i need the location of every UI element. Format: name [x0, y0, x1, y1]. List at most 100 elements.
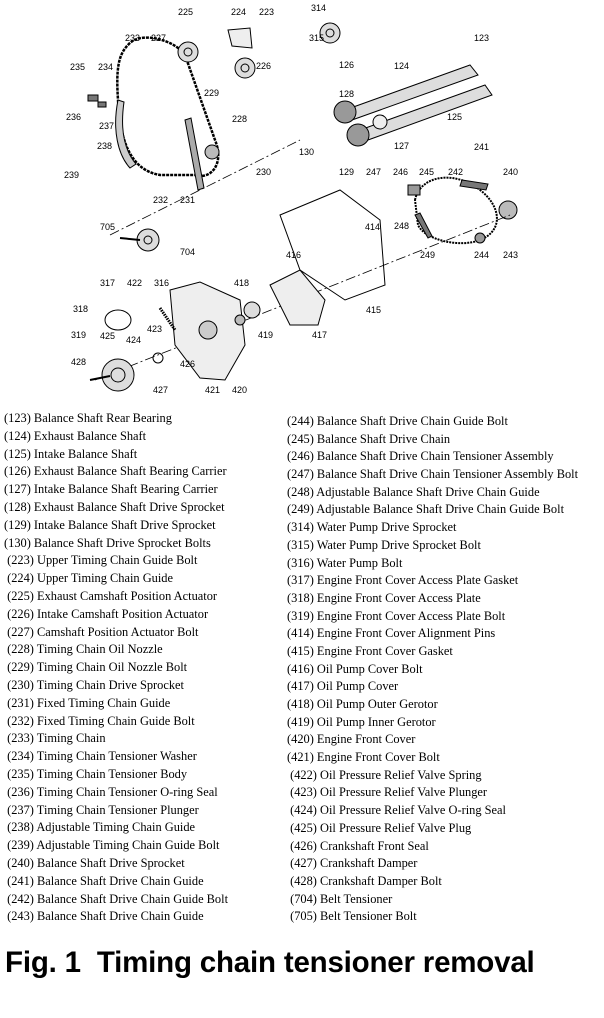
callout: 416 — [286, 250, 301, 260]
legend-item: (232) Fixed Timing Chain Guide Bolt — [4, 713, 195, 728]
parts-legend-right: (244) Balance Shaft Drive Chain Guide Bo… — [287, 413, 578, 926]
legend-item: (316) Water Pump Bolt — [287, 555, 403, 570]
callout: 129 — [339, 167, 354, 177]
balance-shaft-chain — [413, 176, 498, 245]
upper-chain-guide — [227, 27, 253, 49]
callout: 705 — [100, 222, 115, 232]
callout: 319 — [71, 330, 86, 340]
legend-item: (226) Intake Camshaft Position Actuator — [4, 606, 209, 621]
legend-item: (240) Balance Shaft Drive Sprocket — [4, 855, 185, 870]
legend-item: (417) Oil Pump Cover — [287, 679, 399, 694]
callout: 227 — [151, 33, 166, 43]
callout: 248 — [394, 221, 409, 231]
legend-item: (319) Engine Front Cover Access Plate Bo… — [287, 608, 506, 623]
intake-cam-actuator — [234, 57, 256, 79]
legend-item: (426) Crankshaft Front Seal — [287, 838, 429, 853]
legend-item: (228) Timing Chain Oil Nozzle — [4, 642, 163, 657]
legend-item: (124) Exhaust Balance Shaft — [4, 428, 147, 443]
callout: 238 — [97, 141, 112, 151]
legend-item: (427) Crankshaft Damper — [287, 856, 418, 871]
timing-drive-sprocket — [204, 144, 220, 160]
callout: 247 — [366, 167, 381, 177]
legend-item: (704) Belt Tensioner — [287, 891, 393, 906]
water-pump-sprocket — [319, 22, 341, 44]
legend-item: (129) Intake Balance Shaft Drive Sprocke… — [4, 517, 216, 532]
callout: 428 — [71, 357, 86, 367]
legend-item: (422) Oil Pressure Relief Valve Spring — [287, 767, 482, 782]
legend-item: (317) Engine Front Cover Access Plate Ga… — [287, 573, 519, 588]
callout: 417 — [312, 330, 327, 340]
callout: 232 — [153, 195, 168, 205]
oil-pump-outer-gerotor — [243, 301, 261, 319]
callout: 242 — [448, 167, 463, 177]
legend-item: (421) Engine Front Cover Bolt — [287, 750, 440, 765]
callout: 426 — [180, 359, 195, 369]
legend-item: (420) Engine Front Cover — [287, 732, 416, 747]
legend-item: (314) Water Pump Drive Sprocket — [287, 520, 457, 535]
legend-item: (230) Timing Chain Drive Sprocket — [4, 677, 185, 692]
callout: 245 — [419, 167, 434, 177]
legend-item: (414) Engine Front Cover Alignment Pins — [287, 626, 496, 641]
callout: 315 — [309, 33, 324, 43]
legend-item: (128) Exhaust Balance Shaft Drive Sprock… — [4, 499, 225, 514]
legend-item: (225) Exhaust Camshaft Position Actuator — [4, 588, 218, 603]
legend-item: (127) Intake Balance Shaft Bearing Carri… — [4, 482, 218, 497]
callout: 126 — [339, 60, 354, 70]
legend-item: (418) Oil Pump Outer Gerotor — [287, 697, 438, 711]
legend-item: (243) Balance Shaft Drive Chain Guide — [4, 909, 204, 924]
legend-item: (130) Balance Shaft Drive Sprocket Bolts — [4, 535, 211, 550]
exploded-parts-diagram: 225 224 223 314 315 123 233 227 226 235 … — [64, 3, 518, 395]
legend-item: (239) Adjustable Timing Chain Guide Bolt — [4, 838, 220, 853]
callout: 235 — [70, 62, 85, 72]
legend-item: (244) Balance Shaft Drive Chain Guide Bo… — [287, 414, 508, 428]
callout: 415 — [366, 305, 381, 315]
callout: 229 — [204, 88, 219, 98]
legend-item: (315) Water Pump Drive Sprocket Bolt — [287, 537, 481, 552]
intake-balance-sprocket — [346, 123, 370, 147]
legend-item: (231) Fixed Timing Chain Guide — [4, 695, 171, 710]
callout: 423 — [147, 324, 162, 334]
legend-item: (425) Oil Pressure Relief Valve Plug — [287, 820, 472, 835]
callout: 128 — [339, 89, 354, 99]
legend-item: (428) Crankshaft Damper Bolt — [287, 873, 442, 888]
callout: 421 — [205, 385, 220, 395]
legend-item: (238) Adjustable Timing Chain Guide — [4, 820, 196, 835]
legend-item: (233) Timing Chain — [4, 731, 106, 746]
callout: 125 — [447, 112, 462, 122]
legend-item: (318) Engine Front Cover Access Plate — [287, 590, 481, 605]
adjustable-chain-guide — [115, 99, 137, 169]
callout: 314 — [311, 3, 326, 13]
legend-item: (229) Timing Chain Oil Nozzle Bolt — [4, 660, 188, 675]
callout: 240 — [503, 167, 518, 177]
legend-item: (415) Engine Front Cover Gasket — [287, 643, 453, 658]
legend-item: (245) Balance Shaft Drive Chain — [287, 431, 451, 446]
oil-pump-inner-gerotor — [234, 314, 246, 326]
legend-item: (416) Oil Pump Cover Bolt — [287, 661, 423, 676]
diagram-artwork — [87, 22, 518, 392]
exhaust-balance-sprocket — [333, 100, 357, 124]
fixed-chain-guide — [184, 117, 205, 191]
callout: 422 — [127, 278, 142, 288]
figure-caption: Fig. 1 Timing chain tensioner removal — [5, 946, 535, 979]
callout: 124 — [394, 61, 409, 71]
callout: 414 — [365, 222, 380, 232]
legend-item: (423) Oil Pressure Relief Valve Plunger — [287, 785, 488, 800]
access-plate — [104, 309, 132, 331]
callout: 233 — [125, 33, 140, 43]
legend-item: (236) Timing Chain Tensioner O-ring Seal — [4, 784, 218, 799]
crankshaft-damper — [101, 358, 135, 392]
callout: 226 — [256, 61, 271, 71]
legend-item: (241) Balance Shaft Drive Chain Guide — [4, 873, 204, 888]
crankshaft-seal — [152, 352, 164, 364]
callout: 239 — [64, 170, 79, 180]
legend-item: (246) Balance Shaft Drive Chain Tensione… — [287, 449, 554, 464]
callout: 420 — [232, 385, 247, 395]
callout: 127 — [394, 141, 409, 151]
legend-item: (224) Upper Timing Chain Guide — [4, 571, 173, 586]
legend-item: (235) Timing Chain Tensioner Body — [4, 766, 188, 781]
callout: 317 — [100, 278, 115, 288]
callout: 237 — [99, 121, 114, 131]
legend-item: (424) Oil Pressure Relief Valve O-ring S… — [287, 803, 506, 818]
legend-item: (242) Balance Shaft Drive Chain Guide Bo… — [4, 891, 229, 906]
legend-item: (126) Exhaust Balance Shaft Bearing Carr… — [4, 464, 227, 479]
